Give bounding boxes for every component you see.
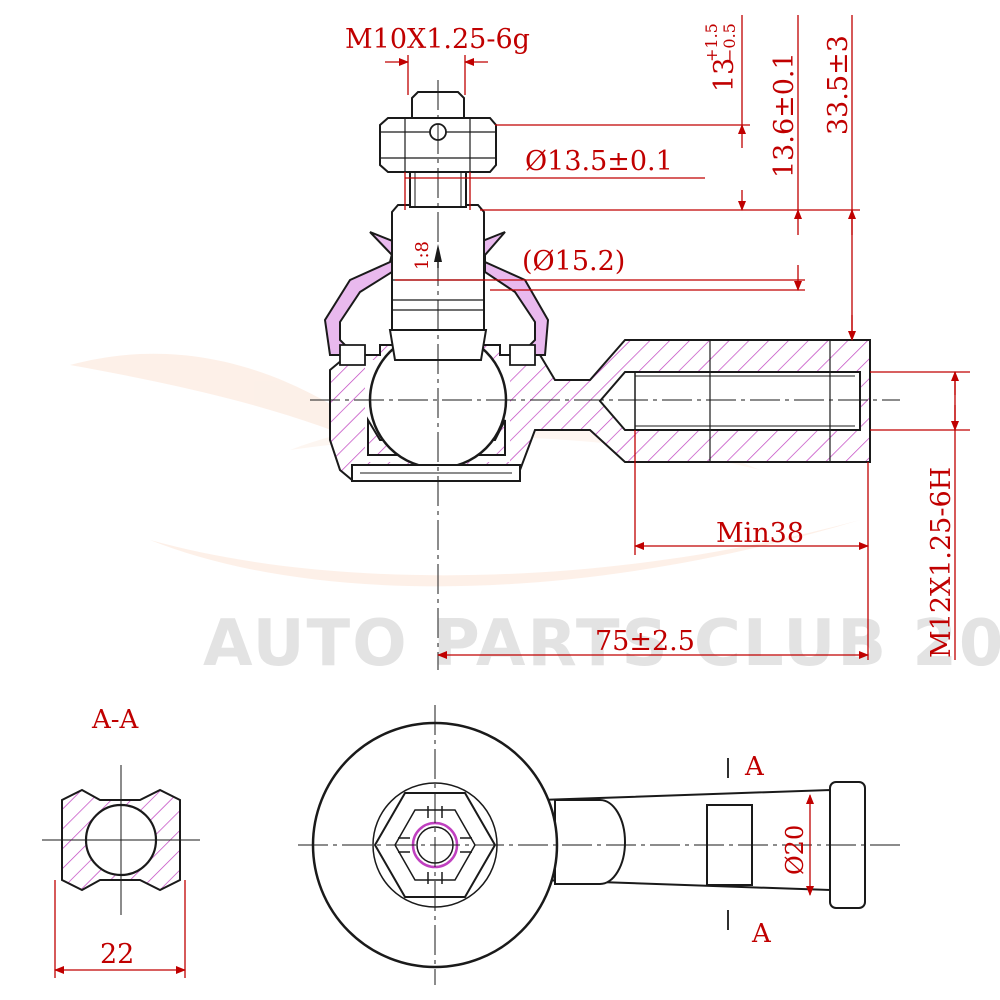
cut-label-bottom: A [751,919,772,949]
section-label: A-A [91,705,140,735]
dimensions-top [385,15,970,660]
threaded-bore [598,371,861,431]
dim-thread-side: M12X1.25-6H [926,467,957,658]
watermark-text: AUTO PARTS CLUB 2018 [203,607,1000,681]
section-view [310,80,900,670]
dim-height-13-6: 13.6±0.1 [769,52,800,178]
dim-height-13-plus: +1.5 [702,23,721,62]
dim-length: 75±2.5 [595,626,695,657]
dim-taper: 1:8 [412,241,433,270]
dim-height-13: 13 [709,58,740,92]
dim-diameter-15-2: (Ø15.2) [522,246,625,277]
section-a-a-view [42,765,200,915]
dim-shank-diameter: Ø20 [781,825,809,875]
dim-section-width: 22 [100,939,134,970]
dim-diameter-13-5: Ø13.5±0.1 [525,146,673,177]
dim-height-13-minus: −0.5 [720,23,739,62]
dim-height-33-5: 33.5±3 [823,35,854,135]
cut-label-top: A [744,752,765,782]
dust-boot [323,231,397,356]
top-view [298,705,900,985]
dim-thread-top: M10X1.25-6g [345,24,530,55]
dim-min-length: Min38 [716,518,804,549]
